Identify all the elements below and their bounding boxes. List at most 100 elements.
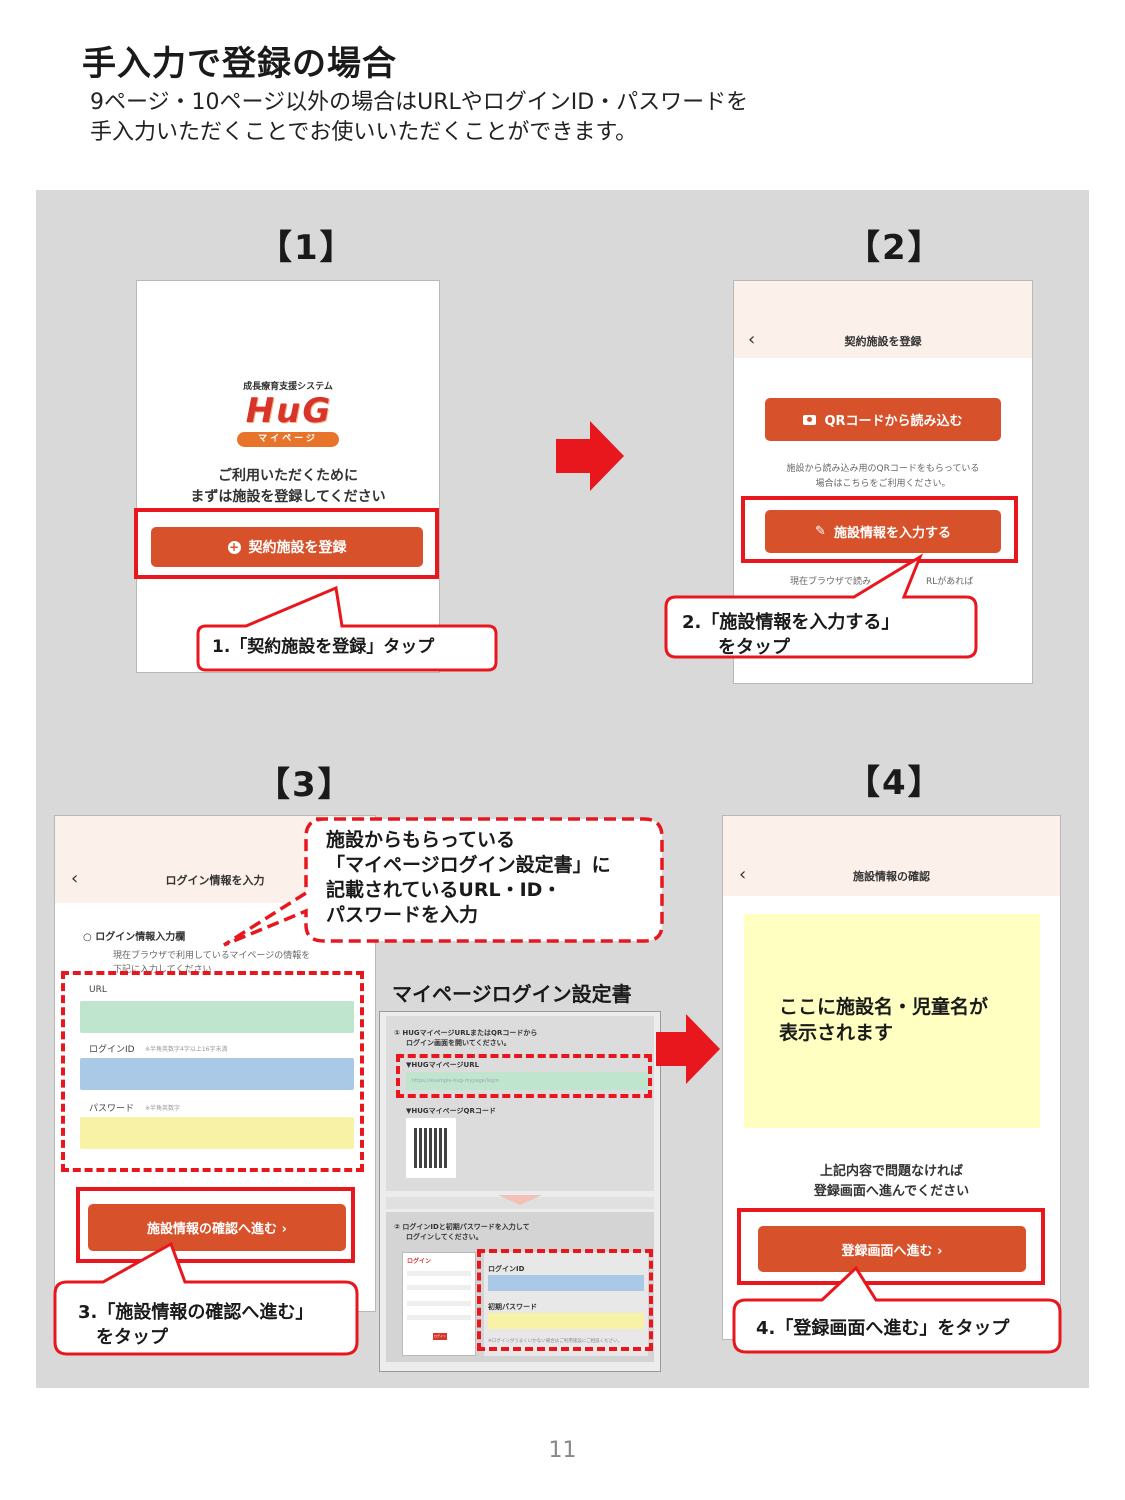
confirm-facility-button[interactable]: 施設情報の確認へ進む › bbox=[88, 1204, 346, 1251]
step1-callout-text: 1.「契約施設を登録」タップ bbox=[212, 637, 435, 657]
password-hint: ※半角英数字 bbox=[145, 1105, 181, 1112]
page-title: 手入力で登録の場合 bbox=[82, 44, 397, 84]
arrow-right-icon bbox=[656, 1014, 720, 1084]
step4-screen-title: 施設情報の確認 bbox=[853, 870, 930, 883]
enter-facility-info-button[interactable]: ✎ 施設情報を入力する bbox=[765, 510, 1001, 553]
step3-bubble-shape bbox=[223, 817, 664, 947]
url-input[interactable] bbox=[80, 1001, 354, 1033]
step4-label: 【4】 bbox=[846, 763, 944, 803]
doc-password-label: 初期パスワード bbox=[488, 1303, 537, 1311]
login-section-note2: 下記に入力してください bbox=[113, 965, 212, 975]
doc-credentials-highlight bbox=[477, 1249, 653, 1351]
doc-url-highlight bbox=[396, 1054, 652, 1098]
preview-line2: 表示されます bbox=[779, 1022, 894, 1044]
step4-highlight bbox=[737, 1208, 1045, 1285]
step4-callout-shape bbox=[732, 1265, 1062, 1354]
login-id-hint: ※半角英数字4字以上16字未満 bbox=[145, 1046, 228, 1053]
qr-code-icon bbox=[406, 1118, 456, 1178]
plus-circle-icon: + bbox=[227, 539, 241, 554]
bubble-line2: 「マイページログイン設定書」に bbox=[326, 854, 611, 876]
arrow-right-icon bbox=[556, 421, 624, 491]
doc-step1-line1: ① HUGマイページURLまたはQRコードから bbox=[394, 1029, 538, 1037]
doc-login-button: ログイン bbox=[433, 1333, 447, 1340]
step2-callout-shape bbox=[664, 553, 978, 659]
qr-read-label: QRコードから読み込む bbox=[824, 414, 963, 429]
step2-callout-line1: 2.「施設情報を入力する」 bbox=[682, 612, 900, 633]
doc-step1-line2: ログイン画面を開いてください。 bbox=[406, 1039, 511, 1047]
confirm-text-line2: 登録画面へ進んでください bbox=[813, 1184, 970, 1199]
step2-highlight bbox=[741, 496, 1018, 563]
facility-preview-box bbox=[744, 914, 1040, 1128]
step3-screen-title: ログイン情報を入力 bbox=[165, 874, 265, 887]
register-facility-label: 契約施設を登録 bbox=[248, 540, 347, 556]
go-register-button[interactable]: 登録画面へ進む › bbox=[758, 1226, 1026, 1272]
pencil-icon: ✎ bbox=[815, 524, 826, 539]
go-register-label: 登録画面へ進む › bbox=[841, 1243, 943, 1259]
doc-step2-line2: ログインしてください。 bbox=[406, 1233, 483, 1241]
doc-login-mini: ログイン bbox=[407, 1258, 432, 1265]
page-subtitle-line2: 手入力いただくことでお使いいただくことができます。 bbox=[90, 120, 638, 145]
doc-login-id-label: ログインID bbox=[488, 1265, 525, 1273]
step2-header bbox=[734, 281, 1032, 358]
back-icon[interactable]: ‹ bbox=[71, 868, 79, 889]
login-section-note1: 現在ブラウザで利用しているマイページの情報を bbox=[113, 951, 311, 961]
qr-read-button[interactable]: QRコードから読み込む bbox=[765, 398, 1001, 441]
login-sheet-document: ① HUGマイページURLまたはQRコードから ログイン画面を開いてください。 … bbox=[379, 1011, 661, 1372]
login-id-label: ログインID bbox=[89, 1045, 135, 1055]
browser-note-a: 現在ブラウザで読み bbox=[790, 577, 872, 587]
bubble-line1: 施設からもらっている bbox=[326, 829, 516, 851]
doc-password-value bbox=[488, 1313, 644, 1329]
page-subtitle-line1: 9ページ・10ページ以外の場合はURLやログインID・パスワードを bbox=[90, 90, 749, 115]
url-label: URL bbox=[89, 985, 107, 995]
welcome-line1: ご利用いただくために bbox=[218, 468, 358, 484]
step4-screen: ‹ 施設情報の確認 ここに施設名・児童名が 表示されます 上記内容で問題なければ… bbox=[722, 815, 1061, 1340]
doc-url-label: ▼HUGマイページURL bbox=[406, 1061, 480, 1069]
login-section-title: ○ ログイン情報入力欄 bbox=[83, 932, 186, 943]
step3-callout-line1: 3.「施設情報の確認へ進む」 bbox=[78, 1302, 314, 1323]
login-fields-highlight bbox=[61, 971, 364, 1172]
down-arrow-icon bbox=[498, 1195, 542, 1205]
preview-line1: ここに施設名・児童名が bbox=[779, 996, 989, 1018]
bubble-line3: 記載されているURL・ID・ bbox=[326, 879, 562, 901]
welcome-line2: まずは施設を登録してください bbox=[190, 489, 386, 505]
back-icon[interactable]: ‹ bbox=[748, 329, 756, 350]
doc-url-value: https://example-hug-mypage/login bbox=[406, 1072, 648, 1090]
step3-callout-shape bbox=[53, 1241, 359, 1356]
step4-header bbox=[723, 816, 1060, 896]
step3-label: 【3】 bbox=[256, 765, 354, 805]
mypage-badge: マイページ bbox=[237, 432, 339, 447]
browser-note-b: RLがあれば bbox=[926, 577, 974, 587]
register-facility-button[interactable]: + 契約施設を登録 bbox=[151, 527, 423, 567]
step1-highlight bbox=[134, 508, 439, 579]
enter-facility-info-label: 施設情報を入力する bbox=[833, 526, 951, 541]
doc-qr-label: ▼HUGマイページQRコード bbox=[406, 1107, 496, 1115]
doc-title: マイページログイン設定書 bbox=[392, 982, 632, 1006]
doc-footnote: ※ログインがうまくいかない場合はご利用施設にご相談ください。 bbox=[488, 1339, 623, 1344]
step2-callout-line2: をタップ bbox=[718, 637, 790, 658]
login-id-input[interactable] bbox=[80, 1058, 354, 1090]
camera-icon bbox=[803, 414, 817, 425]
step3-callout-line2: をタップ bbox=[96, 1327, 168, 1348]
step1-callout-shape bbox=[196, 586, 498, 672]
step1-screen: 成長療育支援システム HuG マイページ ご利用いただくために まずは施設を登録… bbox=[136, 280, 440, 673]
confirm-text-line1: 上記内容で問題なければ bbox=[819, 1164, 963, 1179]
doc-step2-line1: ② ログインIDと初期パスワードを入力して bbox=[394, 1223, 530, 1231]
step2-screen-title: 契約施設を登録 bbox=[844, 335, 922, 348]
doc-login-preview: ログイン ログイン bbox=[402, 1252, 476, 1356]
step2-label: 【2】 bbox=[846, 228, 944, 268]
bubble-line4: パスワードを入力 bbox=[326, 904, 479, 926]
step1-label: 【1】 bbox=[258, 228, 356, 268]
app-tagline: 成長療育支援システム bbox=[243, 382, 333, 392]
back-icon[interactable]: ‹ bbox=[739, 864, 747, 885]
qr-note-line1: 施設から読み込み用のQRコードをもらっている bbox=[786, 464, 980, 474]
step3-screen: ‹ ログイン情報を入力 ○ ログイン情報入力欄 現在ブラウザで利用しているマイペ… bbox=[54, 815, 376, 1312]
confirm-facility-label: 施設情報の確認へ進む › bbox=[147, 1222, 287, 1237]
qr-note-line2: 場合はこちらをご利用ください。 bbox=[815, 479, 951, 489]
doc-login-id-value bbox=[488, 1275, 644, 1291]
step3-button-highlight bbox=[76, 1187, 355, 1263]
password-input[interactable] bbox=[80, 1117, 354, 1149]
hug-logo: HuG bbox=[245, 391, 333, 431]
step4-callout-text: 4.「登録画面へ進む」をタップ bbox=[756, 1318, 1010, 1339]
page-number: 11 bbox=[548, 1438, 577, 1463]
password-label: パスワード bbox=[89, 1104, 135, 1114]
